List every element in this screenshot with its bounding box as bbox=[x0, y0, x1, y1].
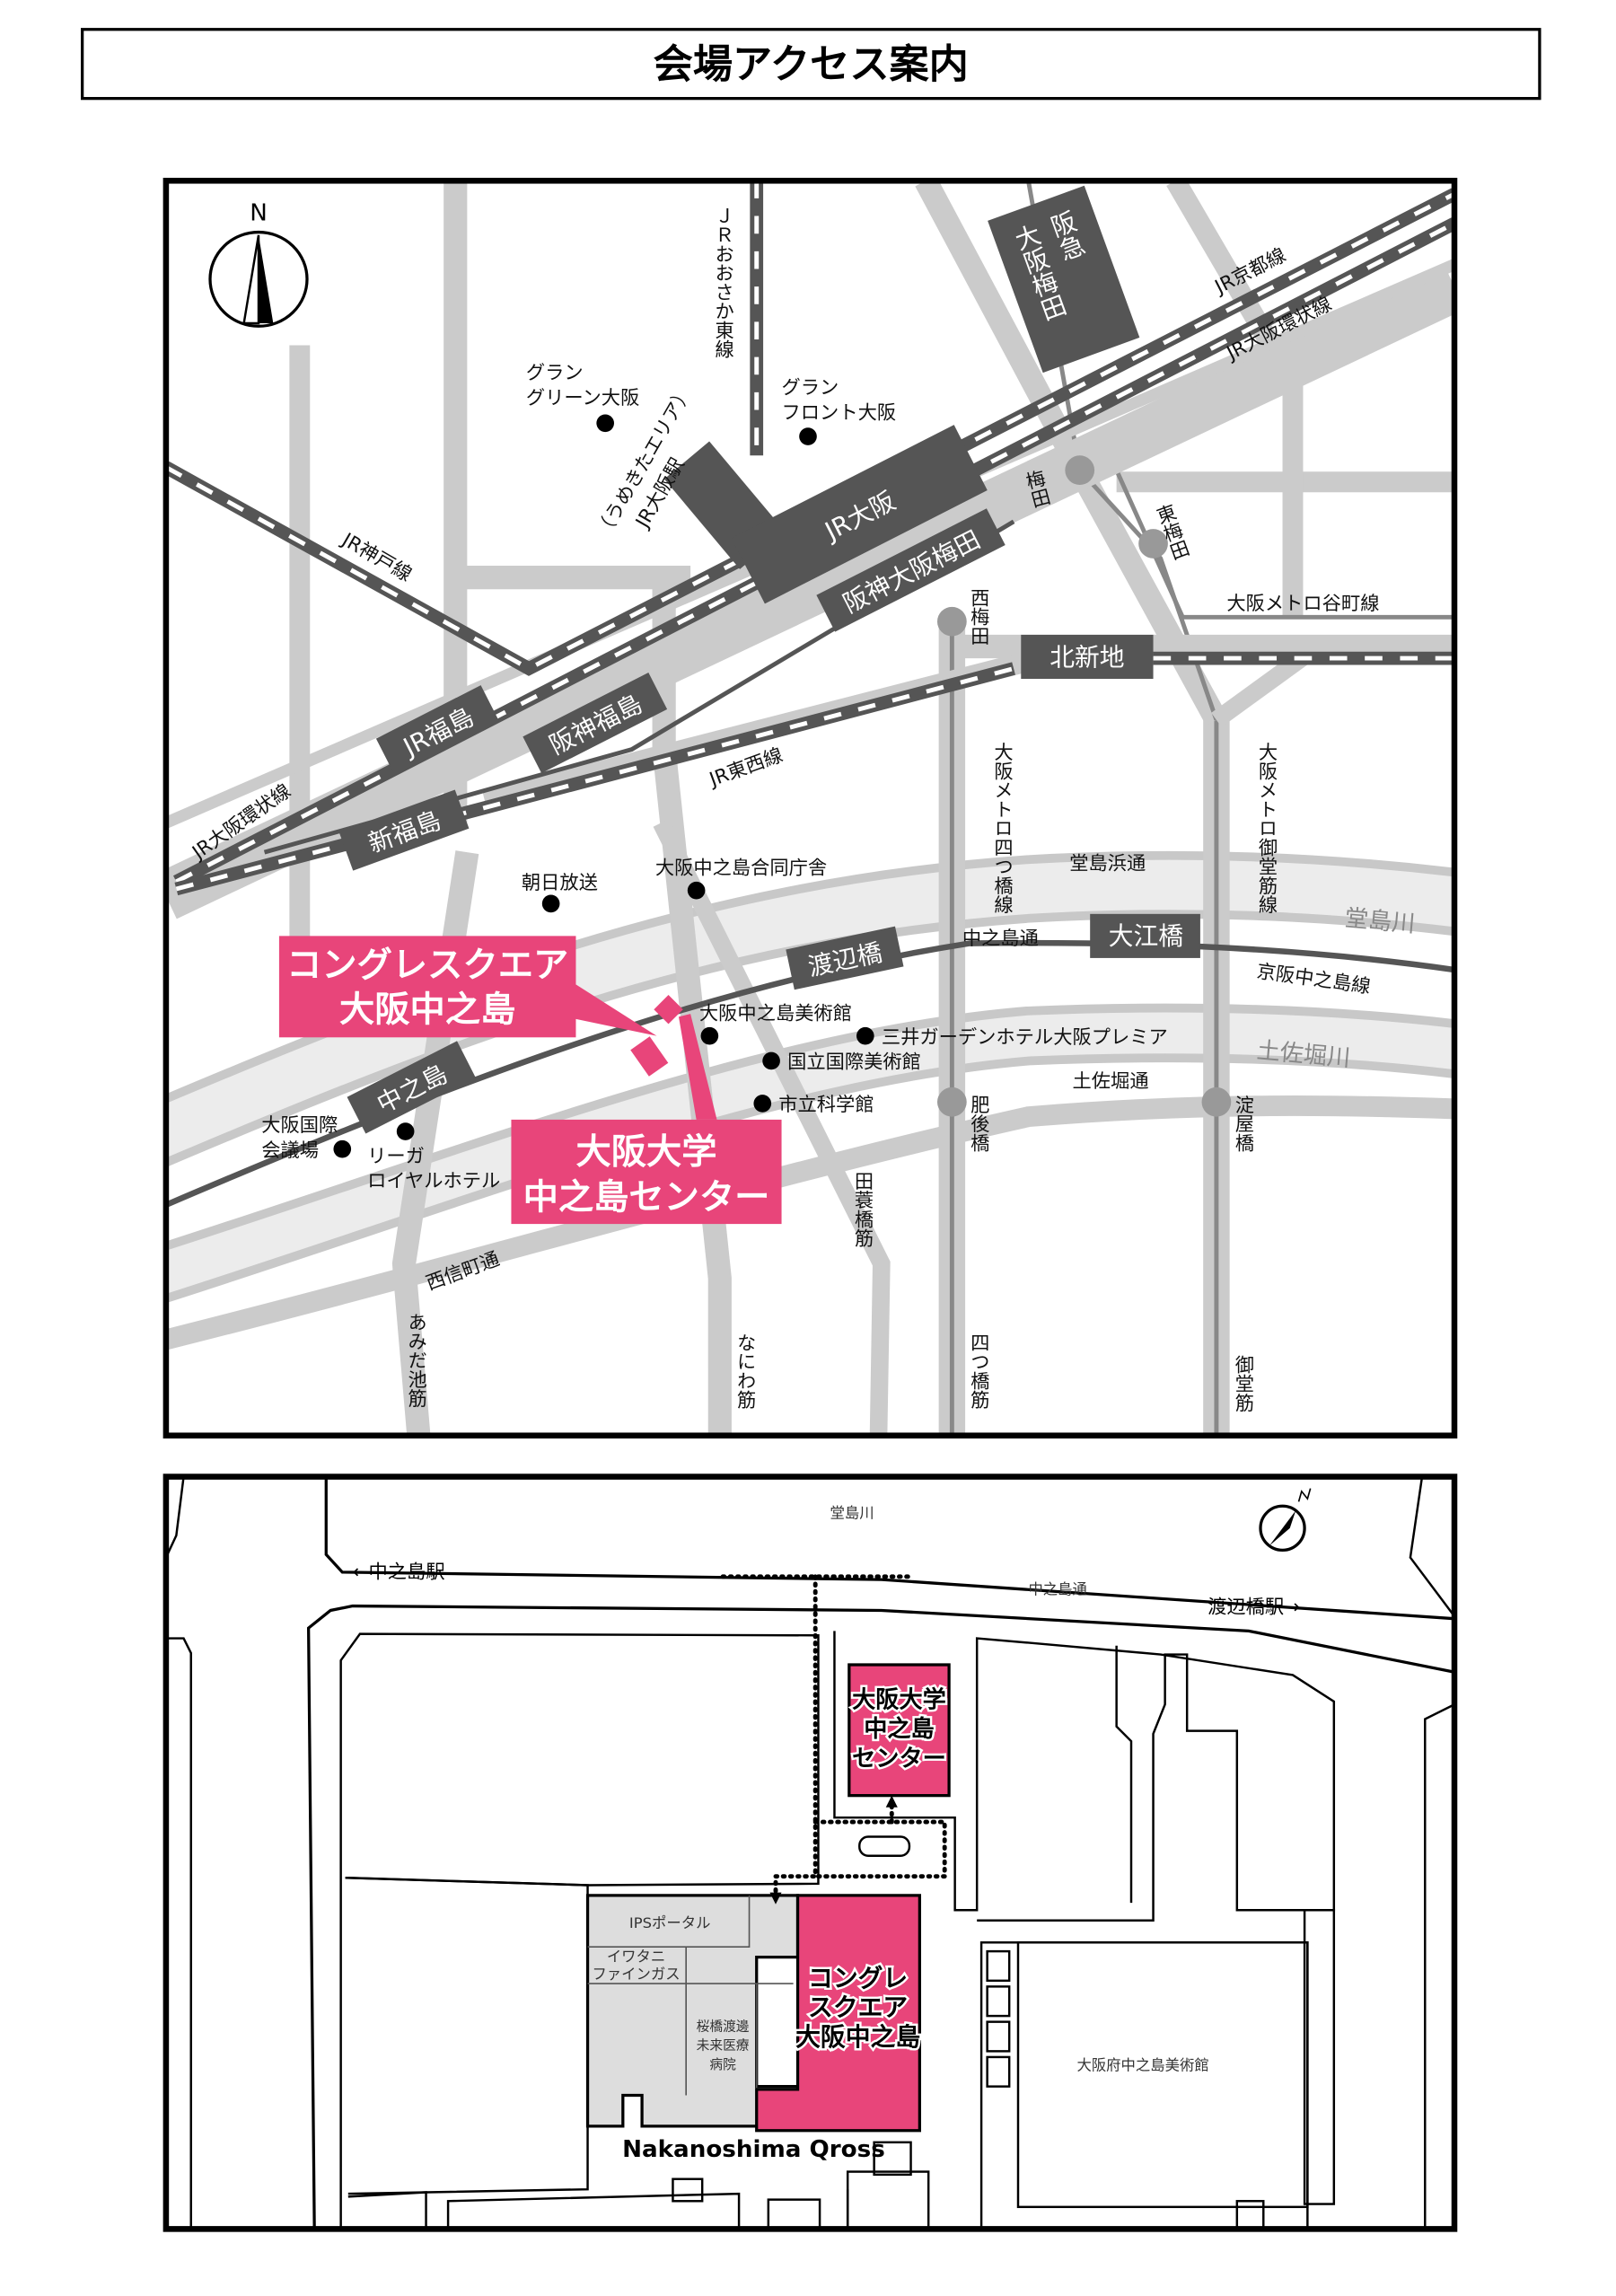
label-higobashi: 肥後橋 bbox=[967, 1095, 989, 1152]
label-osaka-univ-line3: センター bbox=[852, 1746, 946, 1773]
compass-n-label: N bbox=[250, 199, 268, 226]
station-marker-umeda bbox=[1065, 455, 1095, 486]
station-jr-osaka: JR大阪 bbox=[731, 425, 988, 604]
poi-asahi: 朝日放送 bbox=[522, 872, 598, 913]
poi-label: 三井ガーデンホテル大阪プレミア bbox=[882, 1026, 1168, 1049]
venue-buildings bbox=[630, 994, 683, 1077]
label-congre-line2: スクエア bbox=[808, 1993, 908, 2022]
label-congre-line1: コングレ bbox=[808, 1963, 908, 1993]
label-nakanoshima-dori: 中之島通 bbox=[962, 928, 1039, 950]
poi-godo: 大阪中之島合同庁舎 bbox=[655, 858, 827, 900]
label-amidaike-suji: あみだ池筋 bbox=[405, 1312, 427, 1408]
poi-label: 朝日放送 bbox=[522, 872, 598, 894]
poi-kagakukan: 市立科学館 bbox=[753, 1094, 874, 1116]
arrow-down-icon bbox=[769, 1892, 782, 1905]
nakanoshima-qross: IPSポータル イワタニ ファインガス 桜橋渡邊 未来医療 病院 コングレ スク… bbox=[585, 1894, 923, 2163]
label-yotsubashi-line: 大阪メトロ四つ橋線 bbox=[991, 742, 1014, 914]
detail-map: IPSポータル イワタニ ファインガス 桜橋渡邊 未来医療 病院 コングレ スク… bbox=[162, 1473, 1458, 2232]
label-yotsubashi-suji: 四つ橋筋 bbox=[967, 1333, 989, 1410]
venue-label-line2: 中之島センター bbox=[523, 1178, 770, 1218]
venue-label-line1: コングレスクエア bbox=[286, 946, 568, 986]
poi-label: 大阪中之島合同庁舎 bbox=[655, 858, 827, 880]
label-iwatani: ファインガス bbox=[592, 1966, 680, 1983]
station-marker-higashi-umeda bbox=[1138, 529, 1168, 559]
poi-bijutsukan: 大阪中之島美術館 bbox=[699, 1003, 852, 1045]
label-tanimachi-line: 大阪メトロ谷町線 bbox=[1226, 593, 1379, 615]
label-dojima-river: 堂島川 bbox=[1344, 905, 1417, 938]
label-dojima-river: 堂島川 bbox=[830, 1504, 874, 1521]
poi-label: フロント大阪 bbox=[782, 401, 897, 424]
label-midosuji-suji: 御堂筋 bbox=[1232, 1354, 1254, 1412]
station-oebashi: 大江橋 bbox=[1090, 913, 1200, 958]
label-iwatani: イワタニ bbox=[607, 1949, 665, 1966]
poi-label: ロイヤルホテル bbox=[367, 1170, 500, 1192]
poi-label: グリーン大阪 bbox=[526, 387, 640, 409]
station-kitashinchi: 北新地 bbox=[1021, 634, 1154, 680]
poi-kokuritsu: 国立国際美術館 bbox=[762, 1051, 921, 1074]
label-osaka-univ-line1: 大阪大学 bbox=[852, 1685, 946, 1713]
label-taminobashi-suji: 田蓑橋筋 bbox=[851, 1171, 874, 1248]
label-hospital: 病院 bbox=[709, 2056, 736, 2072]
poi-label: 国立国際美術館 bbox=[787, 1051, 921, 1074]
poi-label: 市立科学館 bbox=[778, 1094, 874, 1116]
label-hospital: 桜橋渡邊 bbox=[697, 2019, 750, 2034]
label-naniwa-suji: なにわ筋 bbox=[733, 1333, 756, 1410]
area-map-frame bbox=[162, 178, 1458, 1439]
station-marker-nishi-umeda bbox=[937, 606, 967, 637]
label-hospital: 未来医療 bbox=[697, 2038, 750, 2054]
title-box bbox=[81, 28, 1541, 101]
label-nakanoshima-dori: 中之島通 bbox=[1028, 1580, 1086, 1597]
poi-label: 大阪国際 bbox=[261, 1114, 338, 1137]
detail-map-frame bbox=[162, 1473, 1458, 2232]
label-oebashi: 大江橋 bbox=[1109, 921, 1184, 951]
label-nakanoshima-qross: Nakanoshima Qross bbox=[622, 2136, 885, 2163]
label-jr-osaka-higashi-line: ＪＲおおさか東線 bbox=[712, 206, 734, 359]
poi-label: 大阪中之島美術館 bbox=[699, 1003, 852, 1025]
walking-route bbox=[720, 1574, 947, 1898]
north-compass-icon: N bbox=[208, 199, 309, 328]
label-congre-line3: 大阪中之島 bbox=[795, 2022, 920, 2052]
venue-label-line2: 大阪中之島 bbox=[339, 990, 515, 1030]
label-yodoyabashi: 淀屋橋 bbox=[1232, 1095, 1254, 1153]
north-compass-small-icon bbox=[1259, 1488, 1312, 1553]
poi-label: リーガ bbox=[367, 1145, 425, 1167]
osaka-univ-center-building: 大阪大学 中之島 センター bbox=[848, 1663, 951, 1798]
arrow-up-icon bbox=[885, 1795, 898, 1808]
poi-kaigijo: 大阪国際 会議場 bbox=[261, 1114, 352, 1162]
poi-rihga: リーガ ロイヤルホテル bbox=[367, 1122, 500, 1192]
poi-label: 会議場 bbox=[261, 1139, 319, 1162]
congre-square-building bbox=[755, 1894, 921, 2133]
label-nishi-umeda: 西梅田 bbox=[967, 588, 989, 646]
label-osaka-univ-line2: 中之島 bbox=[864, 1715, 935, 1743]
label-nakanoshima-museum: 大阪府中之島美術館 bbox=[1076, 2057, 1208, 2074]
label-tosabori-dori: 土佐堀通 bbox=[1073, 1070, 1149, 1093]
label-dojimahama-dori: 堂島浜通 bbox=[1069, 853, 1146, 875]
label-kitashinchi: 北新地 bbox=[1050, 642, 1124, 672]
label-watanabebashi-station: 渡辺橋駅→ bbox=[1208, 1597, 1300, 1619]
station-marker-higobashi bbox=[937, 1086, 967, 1117]
area-map: 阪急 大阪梅田 JR大阪駅 （うめきたエリア） JR大阪 阪神大阪梅田 北新地 bbox=[162, 178, 1458, 1439]
poi-grand-green: グラン グリーン大阪 bbox=[526, 362, 640, 433]
callout-congre-square: コングレスクエア 大阪中之島 bbox=[278, 936, 657, 1038]
poi-mitsui: 三井ガーデンホテル大阪プレミア bbox=[856, 1026, 1168, 1049]
poi-label: グラン bbox=[782, 377, 839, 400]
venue-label-line1: 大阪大学 bbox=[575, 1132, 716, 1173]
poi-grand-front: グラン フロント大阪 bbox=[782, 377, 897, 445]
callout-osaka-univ: 大阪大学 中之島センター bbox=[511, 1014, 782, 1225]
poi-label: グラン bbox=[526, 362, 584, 384]
label-nakanoshima-station: ←中之島駅 bbox=[353, 1561, 445, 1583]
page-title: 会場アクセス案内 bbox=[654, 42, 969, 88]
label-ips-portal: IPSポータル bbox=[629, 1914, 711, 1931]
label-midosuji-line: 大阪メトロ御堂筋線 bbox=[1255, 742, 1278, 914]
station-marker-yodoyabashi bbox=[1201, 1086, 1232, 1117]
station-hankyu-umeda: 阪急 大阪梅田 bbox=[988, 185, 1140, 374]
